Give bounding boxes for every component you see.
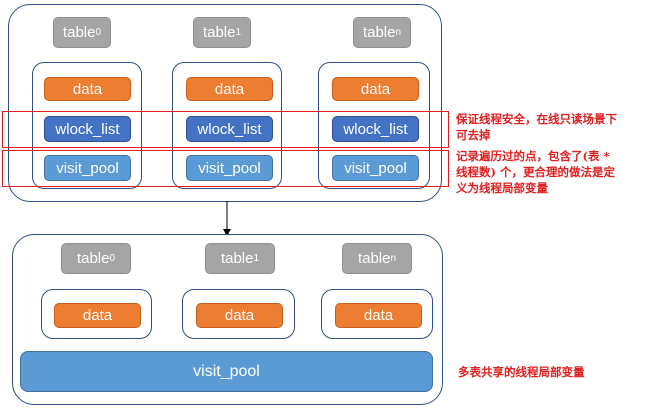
visit-note: 记录遍历过的点，包含了(表 * 线程数) 个，更合理的做法是定 义为线程局部变量 — [456, 148, 646, 196]
bottom-data-0: data — [54, 303, 141, 328]
top-wlock-list-1: wlock_list — [186, 116, 273, 142]
shared-visit-pool: visit_pool — [20, 351, 433, 392]
top-table-1-sub: 1 — [235, 27, 242, 38]
down-arrow — [223, 201, 231, 236]
top-visit-pool-0: visit_pool — [44, 155, 131, 181]
visit-note-line-1: 记录遍历过的点，包含了(表 * — [456, 149, 610, 163]
visit-highlight-rect — [2, 150, 449, 187]
top-visit-pool-n: visit_pool — [332, 155, 419, 181]
top-table-1-name: table — [202, 24, 236, 41]
bottom-data-1: data — [196, 303, 283, 328]
top-table-0-sub: 0 — [95, 27, 102, 38]
top-visit-pool-1: visit_pool — [186, 155, 273, 181]
bottom-data-n: data — [335, 303, 422, 328]
wlock-note-line-1: 保证线程安全，在线只读场景下 — [456, 112, 617, 126]
top-data-1: data — [186, 77, 273, 101]
top-table-n-sub: n — [395, 27, 402, 38]
top-wlock-list-0: wlock_list — [44, 116, 131, 142]
top-table-n-name: table — [362, 24, 396, 41]
wlock-highlight-rect — [2, 111, 449, 148]
bottom-table-n-sub: n — [390, 253, 397, 264]
bottom-table-n-name: table — [357, 250, 391, 267]
visit-note-line-2: 线程数) 个，更合理的做法是定 — [456, 165, 615, 179]
bottom-table-0-name: table — [76, 250, 110, 267]
wlock-note: 保证线程安全，在线只读场景下 可去掉 — [456, 111, 646, 143]
top-data-n: data — [332, 77, 419, 101]
visit-note-line-3: 义为线程局部变量 — [456, 181, 548, 195]
top-wlock-list-n: wlock_list — [332, 116, 419, 142]
bottom-table-0-sub: 0 — [109, 253, 116, 264]
top-table-0-name: table — [62, 24, 96, 41]
bottom-table-1-sub: 1 — [253, 253, 260, 264]
top-data-0: data — [44, 77, 131, 101]
wlock-note-line-2: 可去掉 — [456, 128, 491, 142]
bottom-table-1-name: table — [220, 250, 254, 267]
shared-note: 多表共享的线程局部变量 — [458, 365, 585, 379]
